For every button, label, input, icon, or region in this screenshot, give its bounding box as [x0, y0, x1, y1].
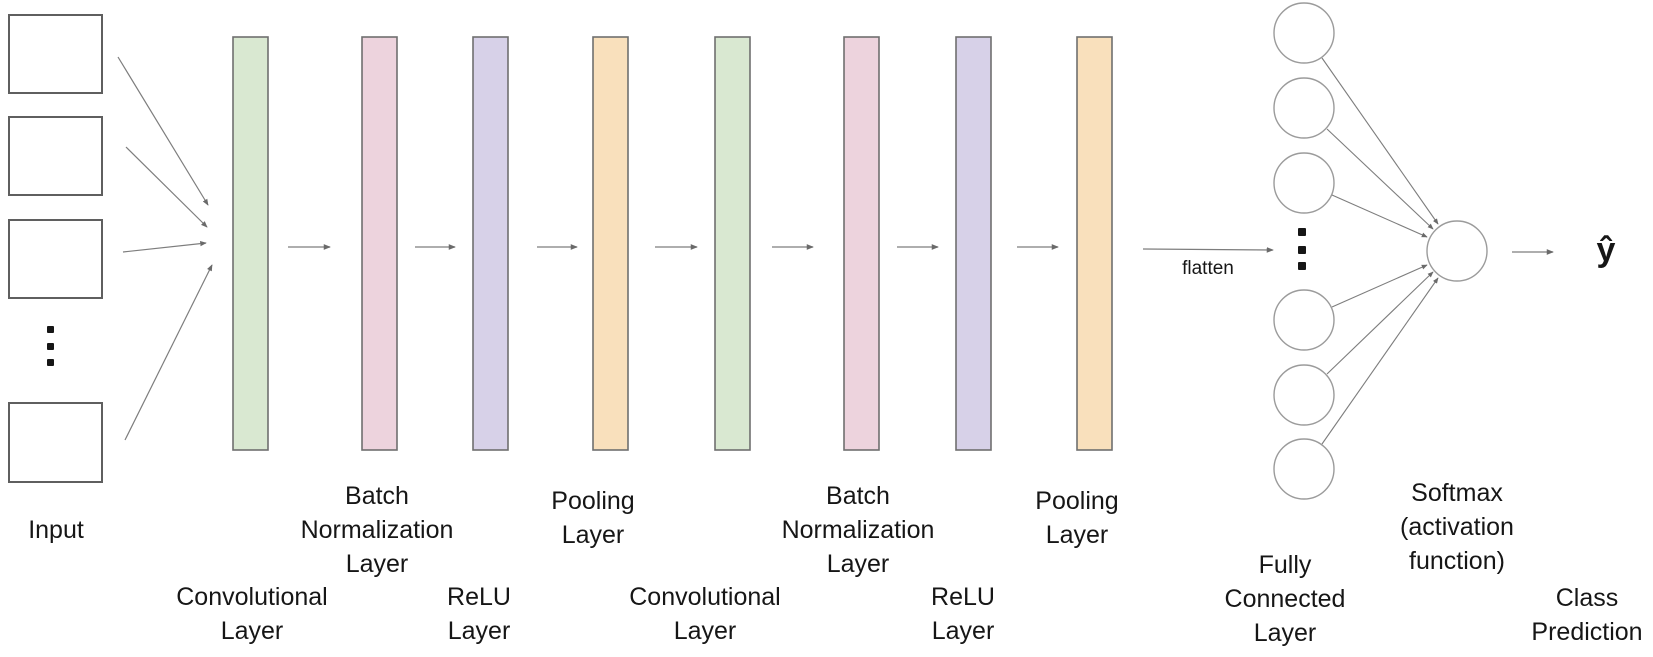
input-arrow: [125, 146, 208, 228]
neuron-circle: [1273, 438, 1335, 500]
connection-line: [1326, 128, 1434, 230]
fc-to-softmax-connections: [1321, 57, 1439, 445]
batch-norm-layer-bar-2: [843, 36, 880, 451]
input-square: [8, 402, 103, 483]
fully-connected-neurons: [1273, 2, 1335, 500]
connection-line: [1331, 264, 1428, 308]
input-arrow: [122, 240, 207, 253]
input-square: [8, 219, 103, 299]
input-square: [8, 14, 103, 94]
relu-layer-bar-1: [472, 36, 509, 451]
softmax-node: [1426, 220, 1488, 282]
layer-bars: [232, 36, 1113, 451]
pooling-layer-bar-2: [1076, 36, 1113, 451]
connection-line: [1321, 57, 1439, 225]
conv-layer-bar-2: [714, 36, 751, 451]
input-ellipsis-icon: [47, 326, 54, 366]
input-fan-arrows: [117, 56, 213, 441]
neuron-circle: [1273, 77, 1335, 139]
input-arrow: [124, 264, 213, 441]
neuron-circle: [1273, 2, 1335, 64]
input-square: [8, 116, 103, 196]
pooling-layer-bar-1: [592, 36, 629, 451]
connection-line: [1321, 277, 1439, 445]
neuron-circle: [1273, 364, 1335, 426]
fc-ellipsis-icon: [1298, 228, 1306, 270]
relu-layer-bar-2: [955, 36, 992, 451]
conv-layer-bar-1: [232, 36, 269, 451]
batch-norm-layer-bar-1: [361, 36, 398, 451]
flow-arrows: [288, 244, 1554, 255]
connection-line: [1331, 194, 1428, 238]
input-images: [8, 14, 103, 483]
flatten-arrow: [1142, 247, 1274, 253]
neuron-circle: [1273, 152, 1335, 214]
neuron-circle: [1273, 289, 1335, 351]
input-arrow: [117, 56, 209, 206]
connection-line: [1326, 271, 1434, 375]
